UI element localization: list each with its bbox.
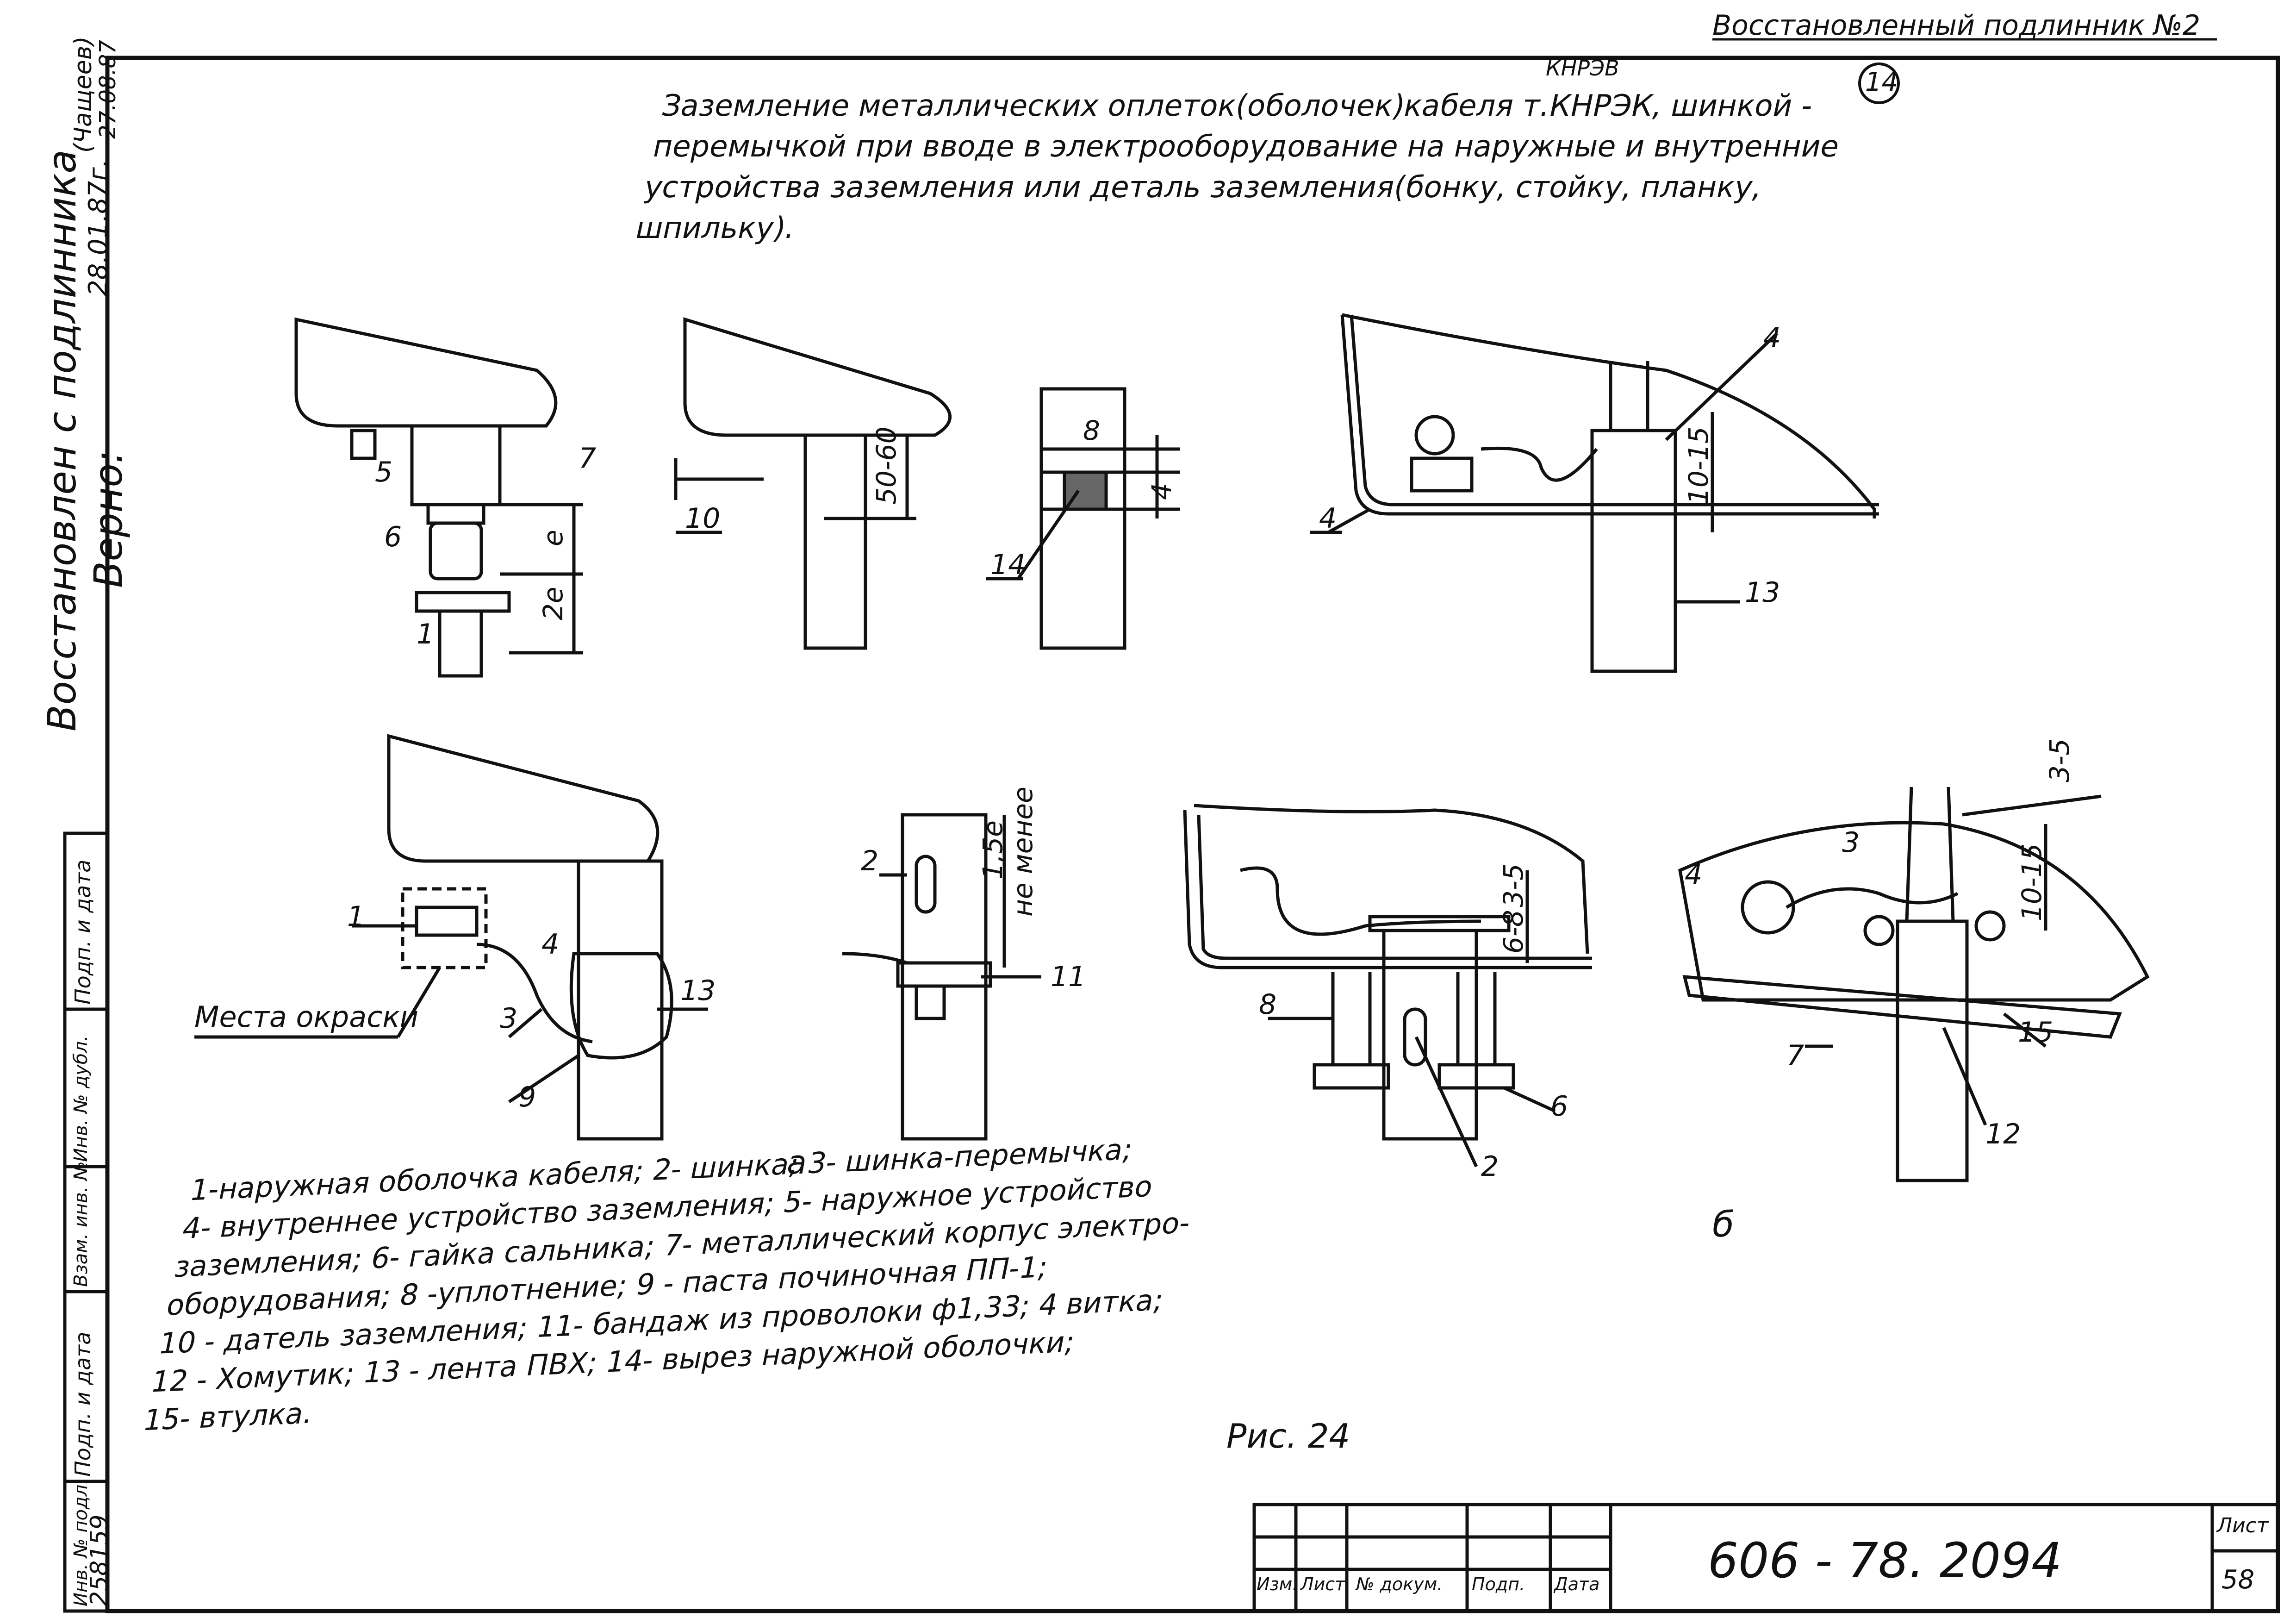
fig-top-4 [1310, 313, 1879, 673]
stamp-sign-date-2: Подп. и дата [70, 1331, 95, 1477]
callout-13-top: 13 [1745, 576, 1780, 609]
dim-6-8: 6-8 [1498, 910, 1529, 954]
stamp-dup-inv: Инв. № дубл. [70, 1035, 92, 1162]
tb-col-sheet: Лист [1300, 1574, 1345, 1594]
callout-5: 5 [375, 456, 392, 488]
signature-date: 27.08.87 [95, 40, 121, 139]
callout-15: 15 [2018, 1016, 2053, 1049]
left-stamp-table [63, 831, 109, 1613]
title-line-2: перемычкой при вводе в электрооборудован… [650, 130, 1843, 164]
fig-top-3 [986, 387, 1180, 650]
sheet-circle-number: 14 [1865, 67, 1898, 97]
restored-original-header: Восстановленный подлинник №2 [1712, 9, 2201, 42]
paint-places-label: Места окраски [194, 1000, 419, 1034]
variant-a-label: а [787, 1143, 807, 1181]
tb-col-sign: Подп. [1472, 1574, 1525, 1594]
document-designation: 606 - 78. 2094 [1708, 1532, 2062, 1589]
callout-4-left: 4 [1319, 502, 1337, 535]
callout-8: 8 [1259, 988, 1276, 1021]
restored-from-original-label: Восстановлен с подлинника [39, 150, 85, 731]
callout-10: 10 [685, 502, 720, 535]
fig-bottom-1 [194, 734, 708, 1141]
callout-4-b: 4 [1685, 859, 1702, 891]
dim-not-less: не менее [1007, 787, 1039, 917]
fig-bottom-3 [1183, 804, 1592, 1168]
dim-2e: 2e [537, 587, 569, 620]
tb-sheet-number: 58 [2221, 1565, 2255, 1595]
callout-3: 3 [500, 1002, 517, 1035]
dim-8: 8 [1083, 415, 1100, 446]
callout-4-tl: 4 [1763, 322, 1781, 354]
tb-sheet-label: Лист [2217, 1514, 2269, 1537]
fig-bottom-4 [1678, 787, 2150, 1182]
callout-11: 11 [1051, 961, 1086, 993]
dim-10-15-top: 10-15 [1683, 426, 1714, 505]
dim-50-60: 50-60 [871, 426, 902, 505]
callout-2: 2 [861, 845, 878, 877]
title-line-1: Заземление металлических оплеток(оболоче… [658, 89, 1817, 123]
legend: 1-наружная оболочка кабеля; 2- шинка; 3-… [140, 1127, 1209, 1439]
title-superscript: КНРЭВ [1546, 56, 1619, 81]
drawing-title: Заземление металлических оплеток(оболоче… [632, 86, 1852, 249]
dimension-labels: e 2e 50-60 8 4 10-15 1,5e не менее 3-5 6… [537, 415, 2075, 954]
callout-1: 1 [417, 618, 434, 650]
callout-7-b: 7 [1786, 1039, 1804, 1072]
callout-14: 14 [990, 549, 1026, 581]
callout-6: 6 [384, 521, 402, 553]
title-line-4: шпильку). [632, 211, 798, 245]
figure-caption: Рис. 24 [1226, 1417, 1350, 1455]
title-line-3: устройства заземления или деталь заземле… [641, 170, 1766, 205]
inventory-number: 258159 [86, 1514, 113, 1606]
tb-col-change: Изм. [1257, 1574, 1298, 1594]
tb-col-doc: № докум. [1356, 1574, 1443, 1594]
fig-top-1 [294, 317, 583, 678]
verified-label: Верно: [86, 450, 131, 588]
variant-b-label: б [1712, 1204, 1734, 1245]
dim-3-5: 3-5 [1498, 863, 1529, 907]
tb-col-date: Дата [1554, 1574, 1600, 1594]
callout-13: 13 [680, 974, 716, 1007]
sheet-number-circle [1858, 62, 1900, 104]
dim-1-5e: 1,5e [977, 820, 1008, 880]
callout-9: 9 [518, 1081, 536, 1113]
dim-e: e [537, 530, 569, 546]
fig-top-2 [674, 317, 952, 650]
callout-1-mid: 1 [347, 900, 365, 933]
callout-numbers: 4 7 5 6 1 10 14 4 13 1 4 13 3 9 2 11 8 6… [347, 322, 2053, 1183]
stamp-replace-inv: Взам. инв. № [70, 1161, 92, 1287]
callout-2-b: 2 [1481, 1150, 1499, 1183]
dim-3-5-b: 3-5 [2044, 738, 2075, 782]
dim-4: 4 [1146, 483, 1177, 500]
callout-7: 7 [579, 442, 596, 475]
stamp-sign-date-1: Подп. и дата [70, 859, 95, 1005]
callout-4-mid: 4 [541, 928, 559, 961]
fig-bottom-2 [842, 813, 1041, 1141]
title-block-table [1252, 1503, 2280, 1613]
callout-3-b: 3 [1842, 826, 1860, 859]
callout-6-b: 6 [1550, 1090, 1568, 1123]
dim-10-15-b: 10-15 [2016, 843, 2047, 921]
signature-name: (Чащеев) [69, 36, 97, 153]
verified-date: 28.01.87г. [83, 159, 113, 296]
callout-12: 12 [1985, 1118, 2021, 1150]
